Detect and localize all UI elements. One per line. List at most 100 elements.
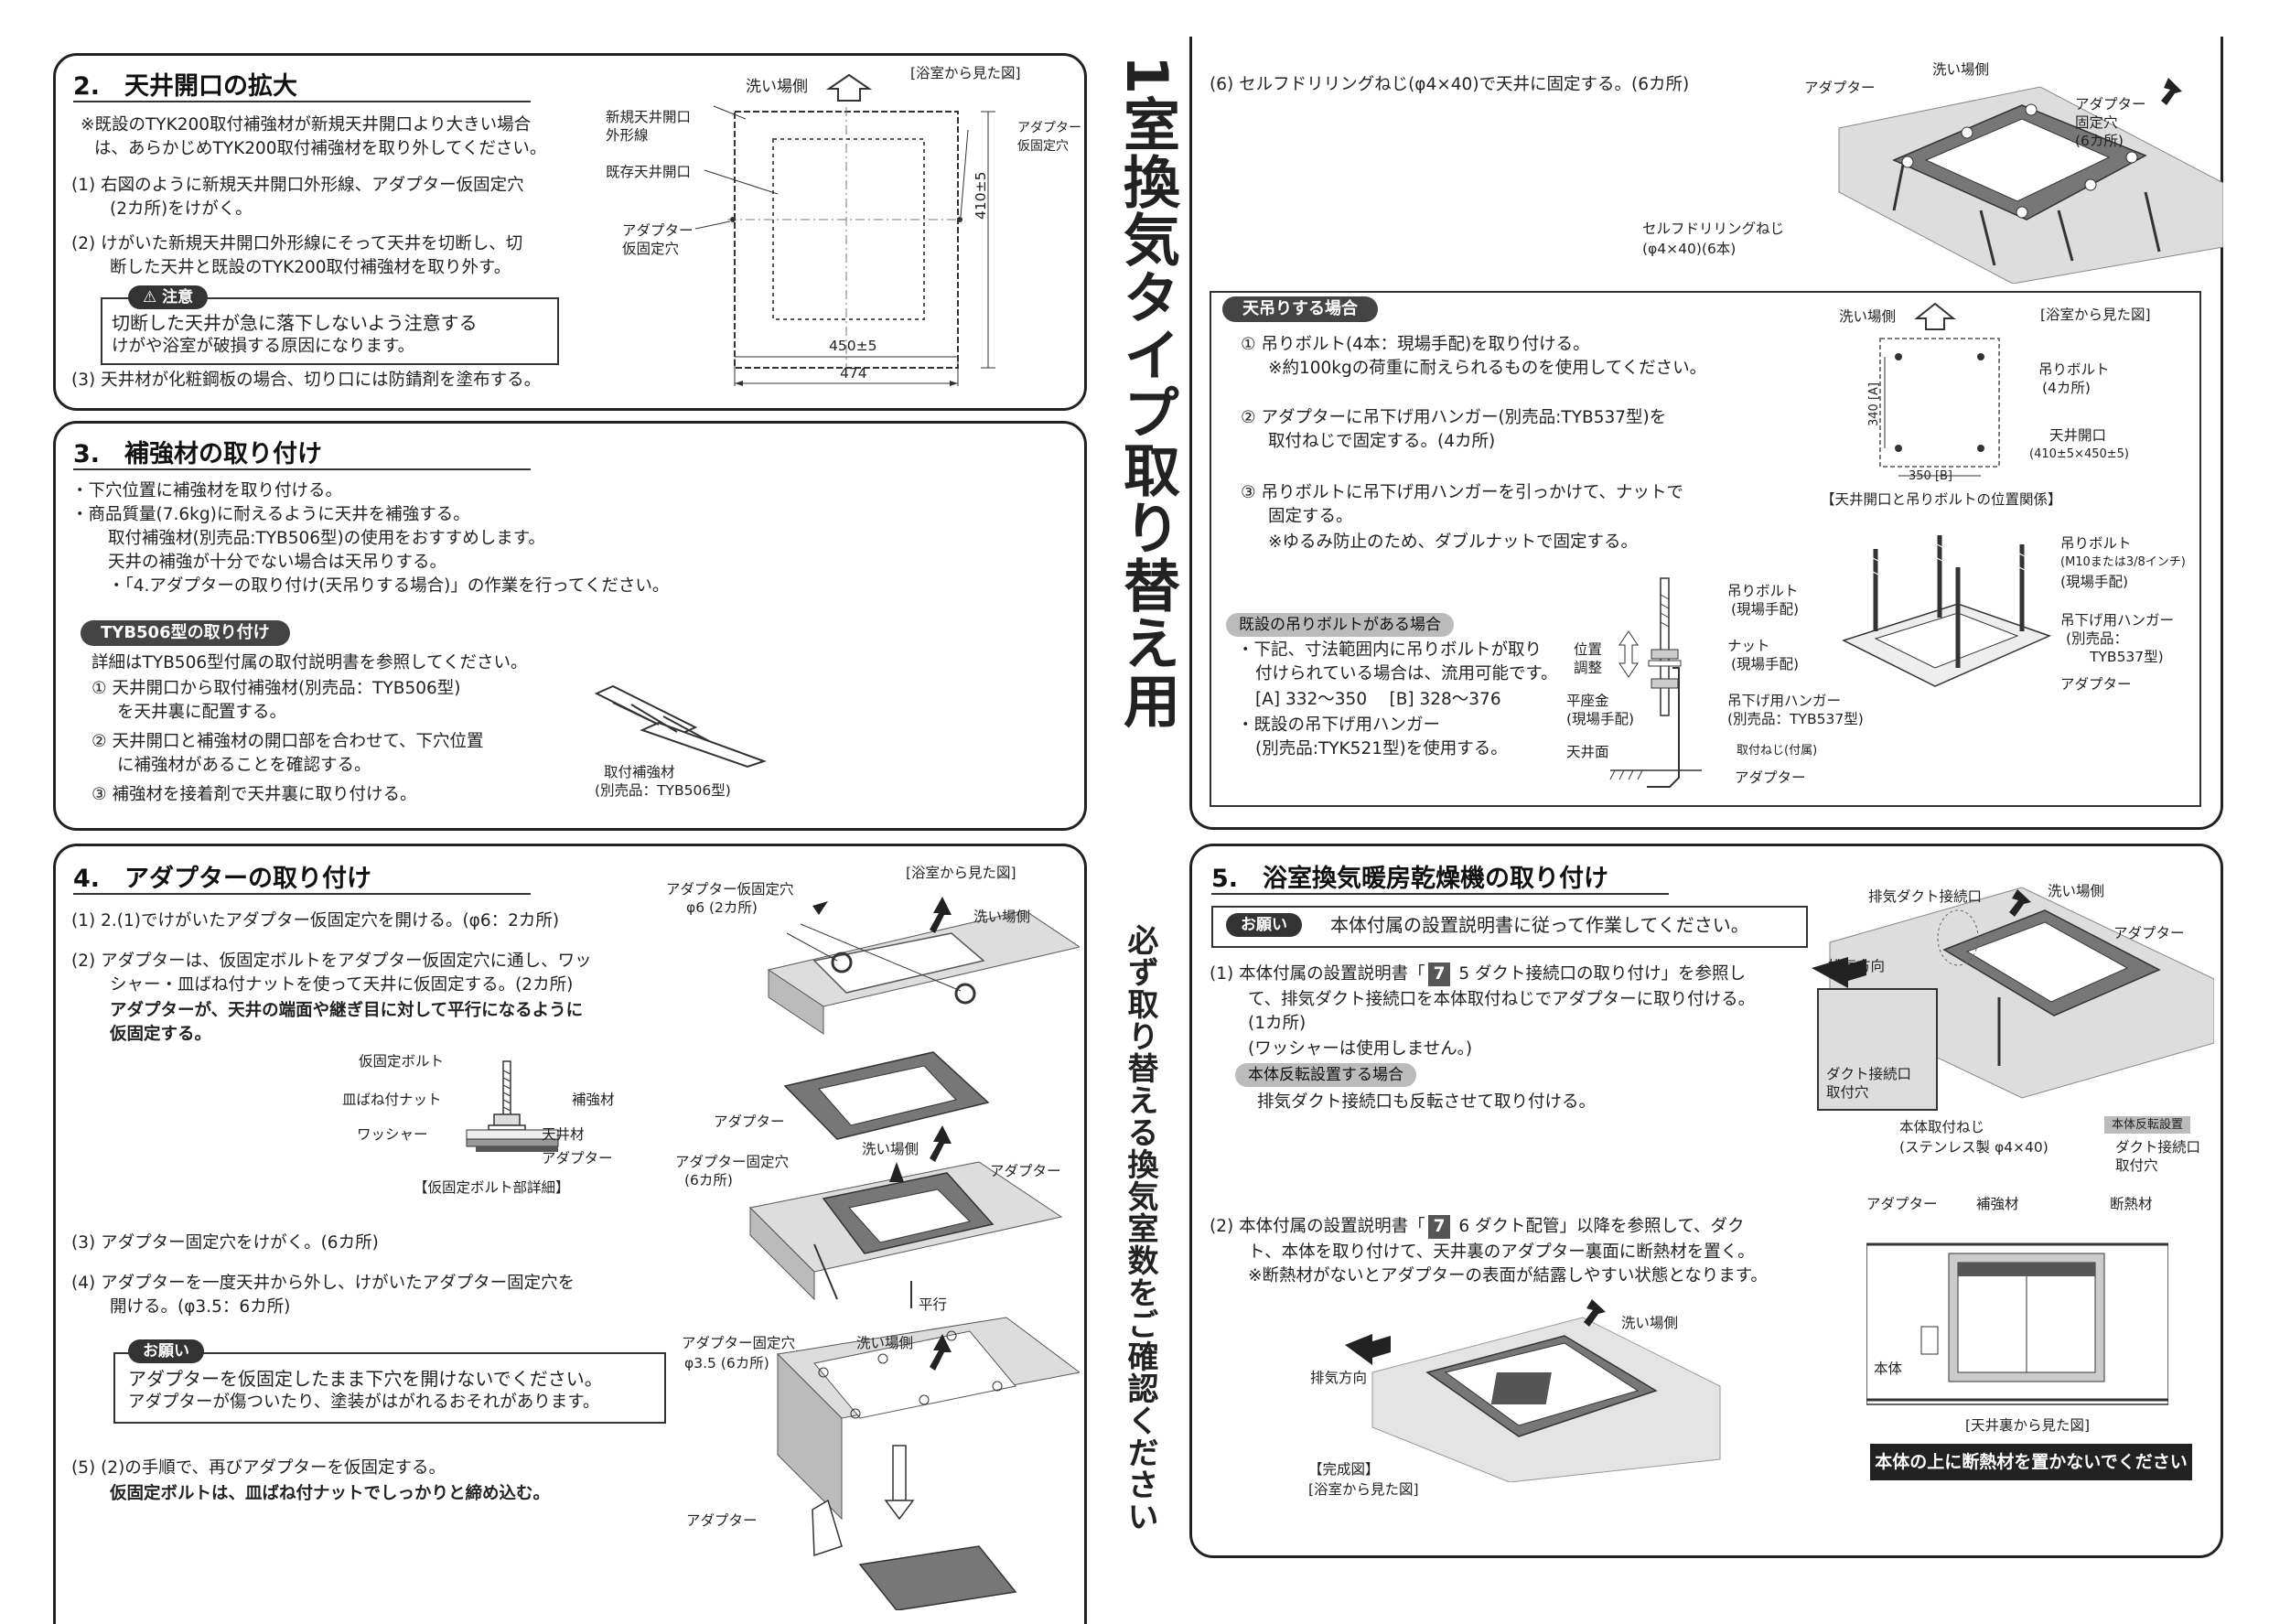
- section-5-rule: [1211, 893, 1669, 895]
- s2-fig-existing-opening: 既存天井開口: [606, 164, 692, 180]
- s4-fig-hole-2: φ6 (2カ所): [686, 899, 758, 916]
- s5-fig-rev-1: ダクト接続口: [2115, 1139, 2201, 1156]
- tenturi-plan-opening-2: (410±5×450±5): [2029, 447, 2129, 461]
- tenturi-plan-caption: 【天井開口と吊りボルトの位置関係】: [1821, 491, 2062, 508]
- s2-existing-opening: [772, 138, 925, 320]
- tenturi-d-nut-1: ナット: [1727, 638, 1770, 654]
- s2-caution-line-1: 切断した天井が急に落下しないよう注意する: [112, 312, 478, 334]
- s5-fig-wash: 洗い場側: [2048, 883, 2105, 899]
- section-2-rule: [73, 101, 531, 102]
- s2-fig-bath-view: [浴室から見た図]: [910, 65, 1021, 81]
- tenturi-existing-pill: 既設の吊りボルトがある場合: [1226, 613, 1454, 637]
- section-3-title: 3. 補強材の取り付け: [73, 440, 323, 468]
- s5-attic-adapter: アダプター: [1866, 1196, 1938, 1212]
- s3-para-6: ③ 補強材を接着剤で天井裏に取り付ける。: [91, 785, 417, 804]
- s4-request-2: アダプターが傷ついたり、塗装がはがれるおそれがあります。: [128, 1393, 600, 1412]
- s3-fig-label-2: (別売品：TYB506型): [595, 782, 731, 799]
- s6-fig-fix-3: (6カ所): [2075, 133, 2124, 149]
- s3-para-1: 詳細はTYB506型付属の取付説明書を参照してください。: [91, 653, 528, 672]
- s2-hole-left: [730, 217, 736, 222]
- s4-fig-bath-view: [浴室から見た図]: [906, 865, 1016, 881]
- s4-detail-ceiling: 天井材: [542, 1126, 585, 1143]
- s5-complete-exhaust: 排気方向: [1310, 1370, 1368, 1386]
- s5-attic-insul: 断熱材: [2110, 1196, 2153, 1212]
- vertical-note: 必ず取り替える換気室数をご確認ください: [1122, 924, 1158, 1533]
- s5-fig-duct: 排気ダクト接続口: [1868, 888, 1983, 905]
- s2-fig-new-outline-1: 新規天井開口: [606, 109, 692, 125]
- s2-step3: (3) 天井材が化粧鋼板の場合、切り口には防錆剤を塗布する。: [71, 371, 542, 390]
- s2-note-2: は、あらかじめTYK200取付補強材を取り外してください。: [94, 139, 547, 158]
- tenturi-d-pos-2: 調整: [1574, 660, 1603, 676]
- tenturi-d-hanger-1: 吊下げ用ハンガー: [1727, 693, 1842, 709]
- s4-detail-caption: 【仮固定ボルト部詳細】: [414, 1179, 570, 1196]
- s5-line-1: (1) 本体付属の設置説明書「7 5 ダクト接続口の取り付け」を参照し: [1210, 963, 1746, 986]
- s5-line-3: (1カ所): [1248, 1014, 1307, 1033]
- s2-opening-figure: [694, 73, 995, 386]
- tenturi-line-3: ② アダプターに吊下げ用ハンガー(別売品:TYB537型)を: [1241, 408, 1667, 427]
- s2-step2-b: 断した天井と既設のTYK200取付補強材を取り外す。: [110, 258, 511, 277]
- tenturi-d-bolt-2: (現場手配): [1731, 601, 1800, 618]
- s5-line-6: (2) 本体付属の設置説明書「7 6 ダクト配管」以降を参照して、ダク: [1210, 1215, 1745, 1239]
- tenturi-existing-3: [A] 332～350 [B] 328～376: [1255, 690, 1501, 709]
- s2-step1-b: (2カ所)をけがく。: [110, 199, 253, 219]
- tenturi-plan-bolt-1: 吊りボルト: [2038, 361, 2110, 378]
- tenturi-plan-figure: [1879, 302, 2000, 477]
- s4-wash-arrows: [930, 897, 952, 1371]
- tenturi-plan-wash: 洗い場側: [1839, 308, 1897, 325]
- s6-fig-screw-1: セルフドリリングねじ: [1642, 220, 1785, 237]
- s5-request-box: [1211, 906, 1808, 948]
- s5-request-tag: お願い: [1226, 913, 1302, 937]
- s5-line-6-a: (2) 本体付属の設置説明書「: [1210, 1217, 1425, 1236]
- section-2-panel: [53, 53, 1087, 411]
- s5-fig-exhaust: 排気方向: [1828, 958, 1886, 974]
- s2-fig-dim-450: 450±5: [829, 338, 877, 354]
- s4-fig-adapter-2: アダプター: [990, 1163, 1061, 1179]
- s5-fig-screw-2: (ステンレス製 φ4×40): [1899, 1139, 2049, 1156]
- vertical-title: 1室換気タイプ取り替え用: [1113, 55, 1180, 730]
- s2-fig-dim-474: 474: [840, 365, 867, 382]
- s2-caution-tag: ⚠ 注意: [128, 285, 209, 309]
- s4-line-4: アダプターが、天井の端面や継ぎ目に対して平行になるように: [110, 1001, 584, 1020]
- tenturi-d-washer-2: (現場手配): [1566, 711, 1635, 727]
- s2-step1-a: (1) 右図のように新規天井開口外形線、アダプター仮固定穴: [71, 176, 524, 195]
- tenturi-plan-opening-1: 天井開口: [2049, 427, 2107, 444]
- tenturi-plan-bath-view: [浴室から見た図]: [2040, 307, 2151, 323]
- s4-request-box: [113, 1352, 666, 1424]
- s4-line-10: 仮固定ボルトは、皿ばね付ナットでしっかりと締め込む。: [110, 1484, 551, 1503]
- tenturi-i-hanger-3: TYB537型): [2090, 649, 2164, 665]
- s4-fig-parallel: 平行: [919, 1296, 948, 1313]
- s2-fig-new-outline-2: 外形線: [606, 127, 649, 144]
- s3-line-3: 取付補強材(別売品:TYB506型)の使用をおすすめします。: [108, 529, 545, 548]
- s4-request-1: アダプターを仮固定したまま下穴を開けないでください。: [128, 1368, 603, 1390]
- s5-line-7: ト、本体を取り付けて、天井裏のアダプター裏面に断熱材を置く。: [1248, 1242, 1755, 1262]
- s4-fig-wash-3: 洗い場側: [856, 1335, 914, 1351]
- section-3-panel: [53, 421, 1087, 831]
- s5-attic-reinf: 補強材: [1976, 1196, 2019, 1212]
- s3-para-2: ① 天井開口から取付補強材(別売品：TYB506型): [91, 679, 461, 698]
- s5-attic-body: 本体: [1874, 1361, 1903, 1377]
- section-4-title: 4. アダプターの取り付け: [73, 865, 372, 893]
- tenturi-i-bolt-3: (現場手配): [2060, 574, 2129, 590]
- s3-reinforcement-figure: [595, 684, 768, 769]
- tenturi-bolt-detail-figure: [1609, 577, 1702, 788]
- tenturi-d-bolt-1: 吊りボルト: [1727, 583, 1799, 599]
- s5-line-6-b: 6 ダクト配管」以降を参照して、ダク: [1453, 1217, 1745, 1236]
- s4-fig-wash-2: 洗い場側: [862, 1141, 919, 1157]
- s2-hole-right: [957, 217, 962, 222]
- s4-line-5: 仮固定する。: [110, 1025, 212, 1044]
- s5-request-text: 本体付属の設置説明書に従って作業してください。: [1330, 914, 1749, 936]
- s5-line-2: て、排気ダクト接続口を本体取付ねじでアダプターに取り付ける。: [1248, 990, 1756, 1009]
- s4-fig-adapter-1: アダプター: [714, 1113, 785, 1130]
- s4-fig-fix35-2: φ3.5 (6カ所): [684, 1355, 769, 1371]
- s4-detail-adapter: アダプター: [542, 1150, 613, 1167]
- tenturi-d-screw: 取付ねじ(付属): [1737, 744, 1818, 758]
- s5-line-4: (ワッシャーは使用しません。): [1248, 1039, 1473, 1059]
- s6-fig-adapter: アダプター: [1804, 80, 1876, 96]
- s2-caution-line-2: けがや浴室が破損する原因になります。: [112, 337, 415, 356]
- s4-detail-nut: 皿ばね付ナット: [342, 1092, 442, 1108]
- s4-fig-fix-1: アダプター固定穴: [675, 1154, 790, 1170]
- s3-para-4: ② 天井開口と補強材の開口部を合わせて、下穴位置: [91, 732, 484, 751]
- s3-line-4: 天井の補強が十分でない場合は天吊りする。: [108, 553, 447, 572]
- s5-fig-rev-2: 取付穴: [2115, 1157, 2158, 1174]
- s5-inset-box: [1817, 988, 1938, 1111]
